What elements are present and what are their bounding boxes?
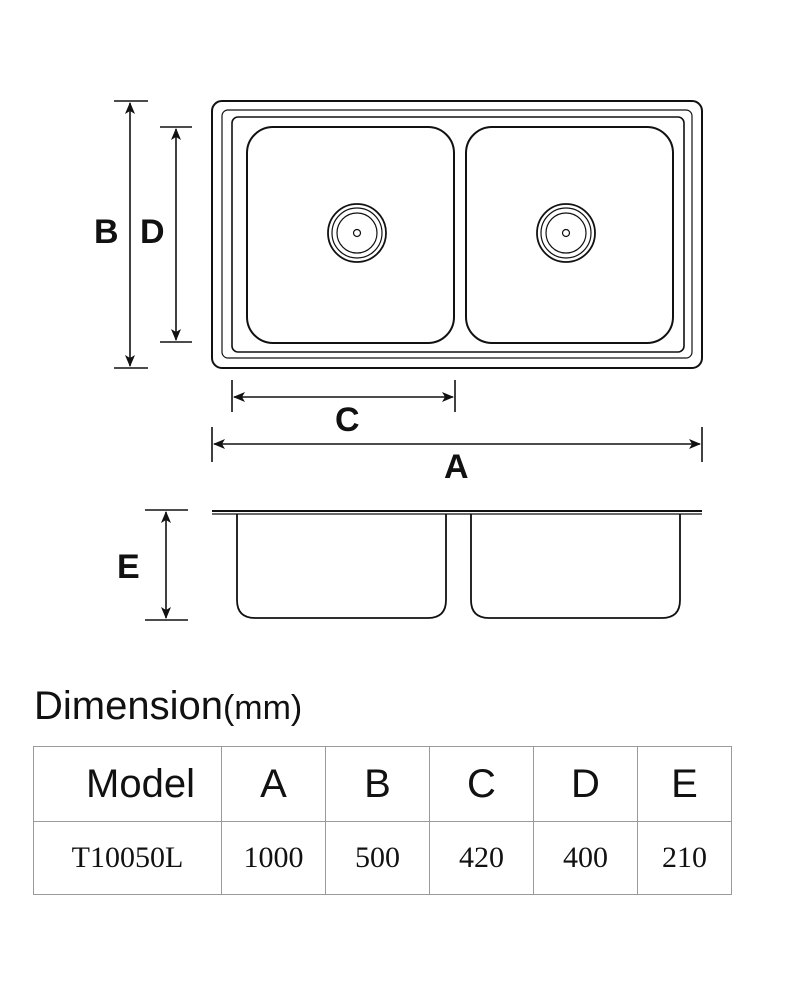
- drain-left: [327, 203, 387, 263]
- drain-right: [536, 203, 596, 263]
- cell-a: 1000: [221, 821, 326, 895]
- sink-top-view: [211, 100, 703, 369]
- cell-c: 420: [429, 821, 534, 895]
- sink-dimension-diagram: B D C A E: [94, 100, 703, 621]
- header-model: Model: [33, 746, 222, 822]
- header-d: D: [533, 746, 638, 822]
- sink-outer-rim: [211, 100, 703, 369]
- dimension-c: [231, 380, 456, 412]
- label-e: E: [117, 548, 140, 586]
- sink-inner-rim: [221, 109, 693, 359]
- label-d: D: [140, 213, 165, 251]
- dimension-d: [160, 126, 192, 343]
- label-c: C: [335, 401, 360, 439]
- bowl-right: [465, 126, 674, 344]
- table-header-row: Model A B C D E: [33, 746, 732, 822]
- label-b: B: [94, 213, 119, 251]
- header-e: E: [637, 746, 732, 822]
- bowl-left: [246, 126, 455, 344]
- dimension-b: [114, 100, 148, 369]
- sink-side-view: [212, 510, 702, 619]
- table-row: T10050L 1000 500 420 400 210: [33, 821, 732, 895]
- dimension-e: [145, 509, 188, 621]
- title-unit: (mm): [222, 689, 303, 727]
- side-bowl-right: [470, 514, 681, 619]
- cell-b: 500: [325, 821, 430, 895]
- dimension-table: Model A B C D E T10050L 1000 500 420 400…: [33, 746, 732, 895]
- side-bowl-left: [236, 514, 447, 619]
- label-a: A: [444, 448, 469, 486]
- header-a: A: [221, 746, 326, 822]
- header-b: B: [325, 746, 430, 822]
- sink-deck: [231, 116, 685, 353]
- cell-d: 400: [533, 821, 638, 895]
- cell-e: 210: [637, 821, 732, 895]
- header-c: C: [429, 746, 534, 822]
- title-main: Dimension: [34, 684, 223, 728]
- dimension-a: [211, 427, 703, 462]
- dimension-title: Dimension(mm): [34, 684, 302, 729]
- cell-model: T10050L: [33, 821, 222, 895]
